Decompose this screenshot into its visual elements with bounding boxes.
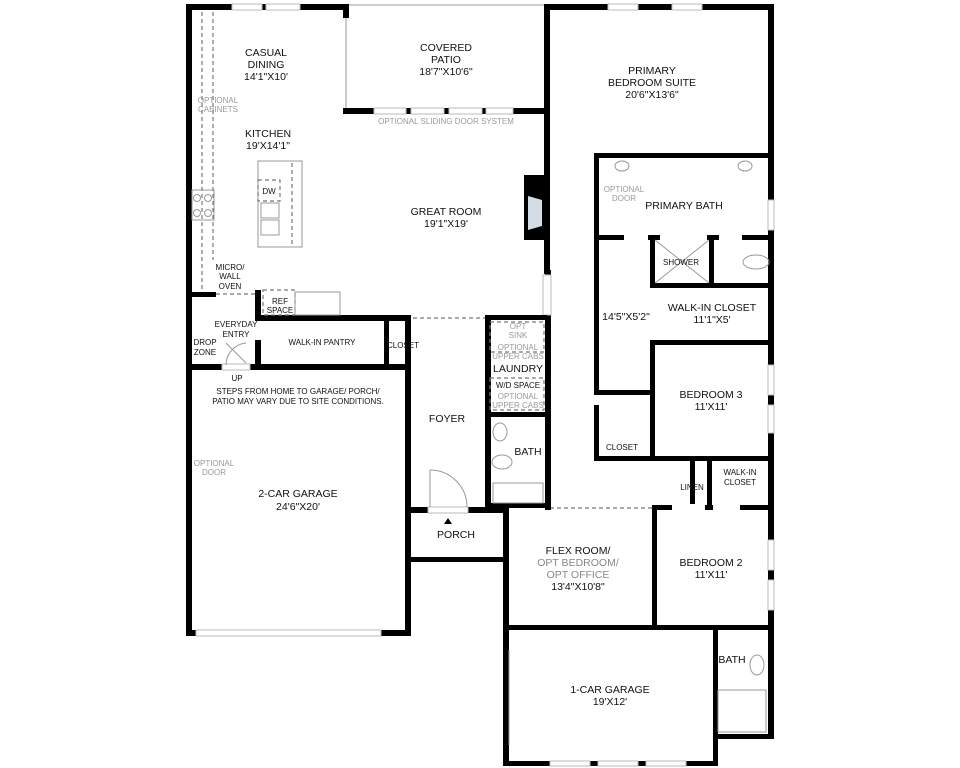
- upper-cabs-label-3: OPTIONAL: [498, 392, 539, 401]
- great-room-size: 19'1"X19': [424, 218, 468, 230]
- room-labels: CASUAL DINING 14'1"X10' COVERED PATIO 18…: [193, 42, 756, 708]
- garage-optional-door-label-2: DOOR: [202, 468, 226, 477]
- kitchen-label: KITCHEN: [245, 128, 291, 140]
- two-car-garage-size: 24'6"X20': [276, 501, 320, 513]
- up-label: UP: [231, 374, 242, 383]
- flex-room-label: FLEX ROOM/: [546, 545, 611, 557]
- covered-patio-size: 18'7"X10'6": [419, 66, 473, 78]
- casual-dining-label: CASUAL: [245, 47, 287, 59]
- bedroom3-label: BEDROOM 3: [679, 389, 742, 401]
- walk-in-closet-bed2-label-2: CLOSET: [724, 478, 756, 487]
- great-room-label: GREAT ROOM: [411, 206, 482, 218]
- micro-label-2: WALL: [219, 272, 241, 281]
- primary-bath-label: PRIMARY BATH: [645, 200, 723, 212]
- everyday-entry-label-2: ENTRY: [223, 330, 251, 339]
- optional-cabinets-label-2: CABINETS: [198, 105, 238, 114]
- one-car-garage-label: 1-CAR GARAGE: [570, 684, 649, 696]
- everyday-entry-label: EVERYDAY: [215, 320, 258, 329]
- walls: [186, 3, 775, 767]
- upper-cabs-label-4: UPPER CABS: [492, 401, 544, 410]
- optional-door-label: OPTIONAL: [604, 185, 645, 194]
- drop-zone-label: DROP: [193, 338, 216, 347]
- walk-in-closet-label: WALK-IN CLOSET: [668, 302, 757, 314]
- foyer-label: FOYER: [429, 413, 466, 425]
- optional-door-label-2: DOOR: [612, 194, 636, 203]
- opt-sink-label-2: SINK: [509, 331, 528, 340]
- micro-label: MICRO/: [216, 263, 246, 272]
- flex-room-label-3: OPT OFFICE: [547, 569, 610, 581]
- drop-zone-label-2: ZONE: [194, 348, 216, 357]
- optional-cabinets-label: OPTIONAL: [198, 96, 239, 105]
- steps-note: STEPS FROM HOME TO GARAGE/ PORCH/: [216, 387, 380, 396]
- primary-bedroom-label: PRIMARY: [628, 65, 676, 77]
- walk-in-pantry-label: WALK-IN PANTRY: [289, 338, 357, 347]
- one-car-garage-size: 19'X12': [593, 696, 627, 708]
- porch-label: PORCH: [437, 529, 475, 541]
- garage-optional-door-label: OPTIONAL: [194, 459, 235, 468]
- dishwasher-label: DW: [262, 187, 276, 196]
- shower-label: SHOWER: [663, 258, 699, 267]
- fixtures: [191, 12, 770, 733]
- upper-cabs-label-2: UPPER CABS: [492, 352, 544, 361]
- linen-label: LINEN: [680, 483, 704, 492]
- walk-in-closet-bed2-label: WALK-IN: [723, 468, 756, 477]
- micro-label-3: OVEN: [219, 282, 242, 291]
- ref-space-label-2: SPACE: [267, 306, 294, 315]
- two-car-garage-label: 2-CAR GARAGE: [258, 488, 337, 500]
- primary-bedroom-size: 20'6"X13'6": [625, 89, 679, 101]
- bedroom2-size: 11'X11': [695, 569, 728, 581]
- bedroom2-label: BEDROOM 2: [679, 557, 742, 569]
- walk-in-closet-size-2: 14'5"X5'2": [602, 311, 650, 323]
- kitchen-size: 19'X14'1": [246, 140, 290, 152]
- steps-note-2: PATIO MAY VARY DUE TO SITE CONDITIONS.: [212, 397, 384, 406]
- bedroom3-size: 11'X11': [695, 401, 728, 413]
- covered-patio-label-2: PATIO: [431, 54, 461, 66]
- opt-sink-label: OPT: [510, 322, 527, 331]
- casual-dining-size: 14'1"X10': [244, 71, 288, 83]
- bath1-label: BATH: [514, 446, 541, 458]
- primary-bedroom-label-2: BEDROOM SUITE: [608, 77, 696, 89]
- flex-room-label-2: OPT BEDROOM/: [537, 557, 619, 569]
- casual-dining-label-2: DINING: [248, 59, 285, 71]
- upper-cabs-label: OPTIONAL: [498, 343, 539, 352]
- optional-sliding-door-label: OPTIONAL SLIDING DOOR SYSTEM: [378, 117, 514, 126]
- ref-space-label: REF: [272, 297, 288, 306]
- bath2-label: BATH: [718, 654, 745, 666]
- covered-patio-label: COVERED: [420, 42, 472, 54]
- closet-foyer-label: CLOSET: [387, 341, 419, 350]
- closet-bed3-label: CLOSET: [606, 443, 638, 452]
- walk-in-closet-size: 11'1"X5': [693, 314, 730, 326]
- laundry-label: LAUNDRY: [493, 363, 543, 375]
- wd-space-label: W/D SPACE: [496, 381, 540, 390]
- flex-room-size: 13'4"X10'8": [551, 581, 605, 593]
